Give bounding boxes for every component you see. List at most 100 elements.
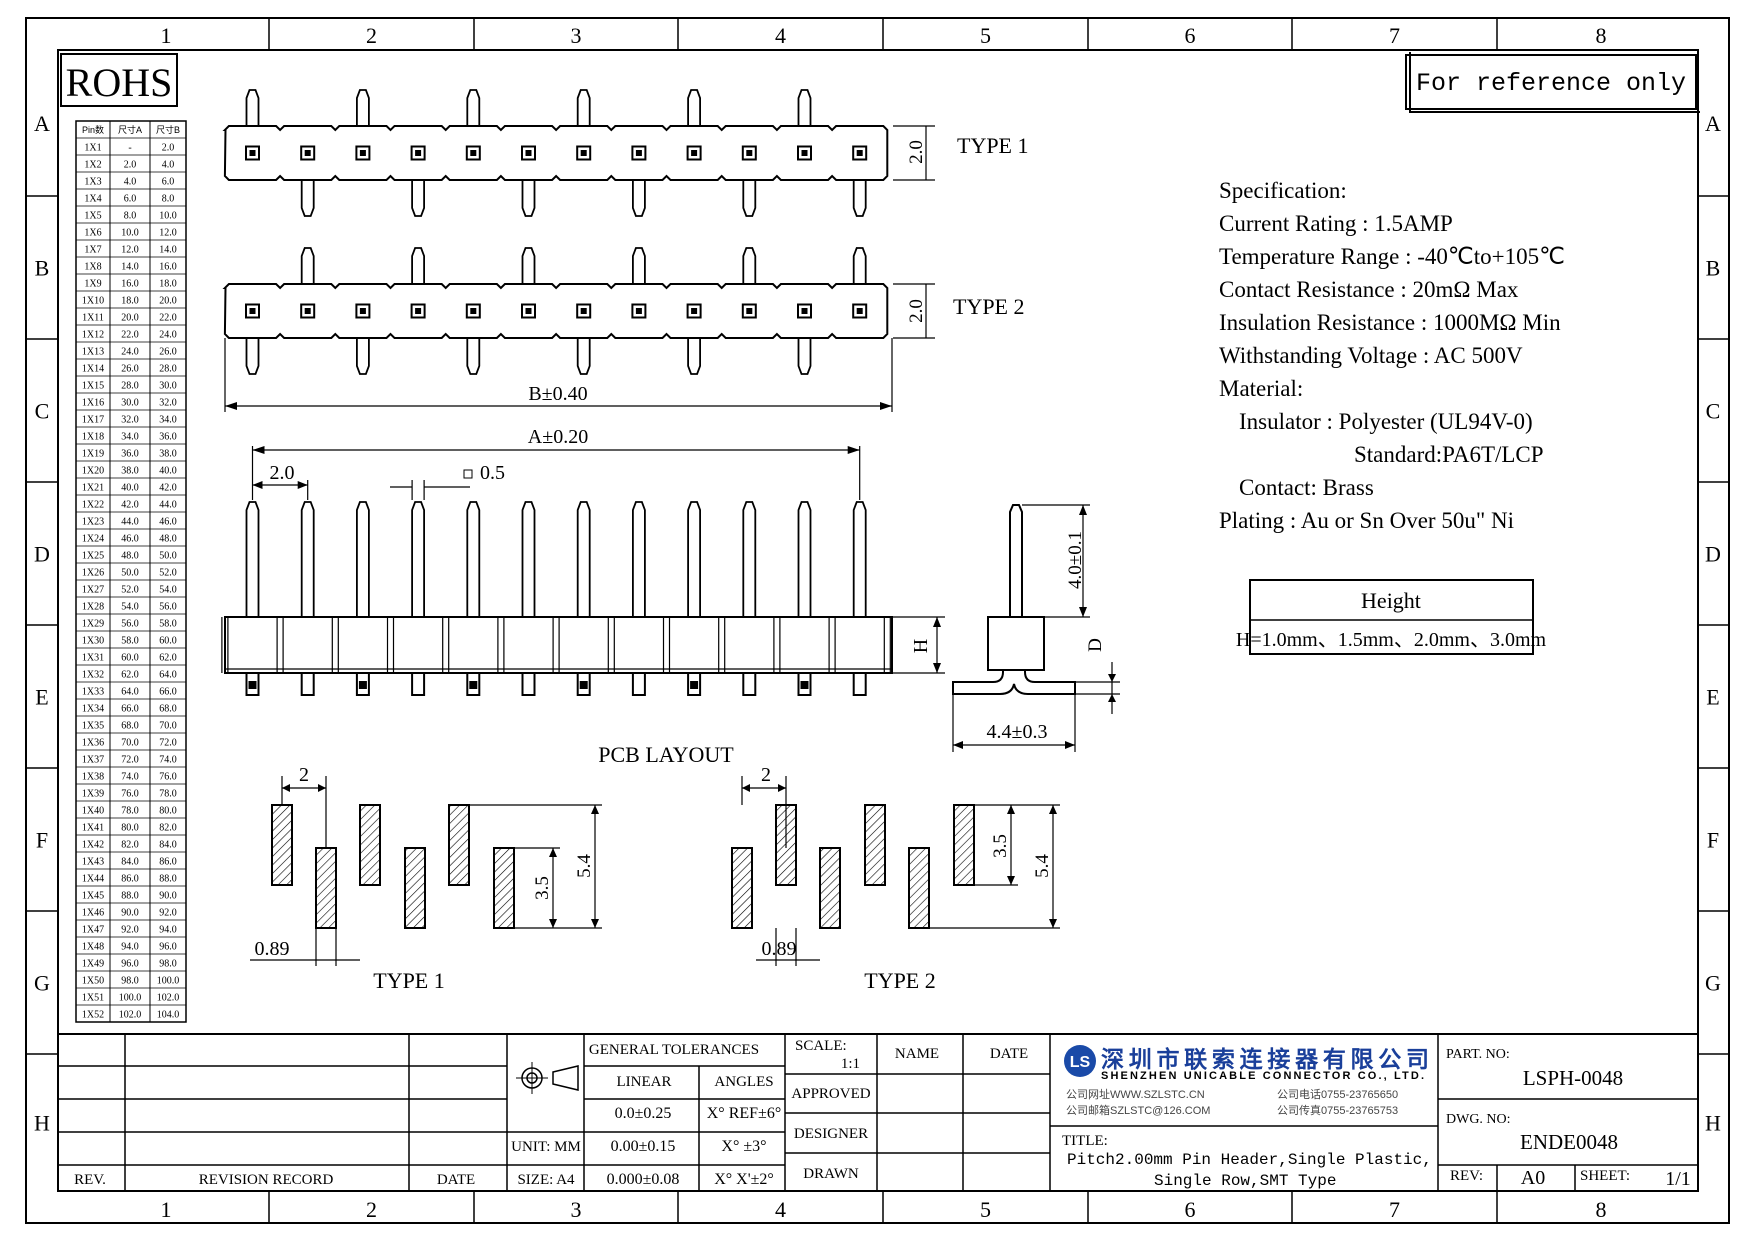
pcb-pad (359, 804, 381, 886)
pin-table-cell: 28.0 (121, 381, 139, 392)
tolerance-linear: 0.00±0.15 (611, 1138, 676, 1155)
type1-pin-square (410, 145, 426, 161)
front-pin-foot (521, 672, 536, 696)
pin-table-cell: 50.0 (121, 568, 139, 579)
pin-table-cell: 100.0 (157, 976, 180, 987)
zone-row-label: B (35, 256, 50, 281)
pcb1-span: 5.4 (574, 854, 595, 878)
pin-table-cell: 32.0 (121, 415, 139, 426)
front-pin-mark (690, 681, 699, 689)
pin-table-cell: 64.0 (121, 687, 139, 698)
spec-line: Material: (1219, 376, 1303, 401)
pin-table-cell: 1X10 (82, 296, 104, 307)
type1-pin-square-core (635, 150, 642, 156)
pin-table-cell: 1X40 (82, 806, 104, 817)
zone-column-label: 8 (1596, 23, 1607, 48)
type2-pin-square (576, 303, 592, 319)
pin-table-cell: 20.0 (159, 296, 177, 307)
type1-pin-square-core (304, 150, 311, 156)
pcb2-span: 5.4 (1032, 854, 1053, 878)
pin-table-cell: 1X37 (82, 755, 104, 766)
approved-label: APPROVED (791, 1086, 870, 1102)
pin-table-cell: 10.0 (159, 211, 177, 222)
type2-pin-square-core (415, 308, 422, 314)
type1-pin-down (852, 180, 867, 217)
pin-table-cell: 58.0 (121, 636, 139, 647)
pcb-pad (404, 847, 426, 929)
type2-pin-square (465, 303, 481, 319)
zone-column-label: 4 (775, 23, 786, 48)
side-feet (952, 670, 1076, 695)
type1-pin-down (632, 180, 646, 217)
pin-table-cell: 74.0 (159, 755, 177, 766)
type2-pin-up (632, 247, 646, 284)
spec-title: Specification: (1219, 178, 1347, 203)
type2-pin-square-core (856, 308, 863, 314)
pin-table-cell: 86.0 (121, 874, 139, 885)
type2-pin-square-core (580, 308, 587, 314)
pin-table-cell: 36.0 (121, 449, 139, 460)
zone-row-label: D (1705, 542, 1721, 567)
front-pin (742, 501, 757, 617)
pin-table-cell: 40.0 (159, 466, 177, 477)
pin-table-cell: 1X20 (82, 466, 104, 477)
front-pin-mark (469, 681, 478, 689)
spec-line: Insulation Resistance : 1000MΩ Min (1219, 310, 1561, 335)
spec-standard: Standard:PA6T/LCP (1354, 442, 1544, 467)
pin-table-border (75, 120, 187, 1023)
type2-pin-square (686, 303, 702, 319)
type2-pin-up (852, 247, 867, 284)
pin-table-cell: 60.0 (121, 653, 139, 664)
front-pin-foot (300, 672, 315, 696)
pin-table-cell: 1X50 (82, 976, 104, 987)
pin-table-cell: 62.0 (159, 653, 177, 664)
pin-table-cell: 1X35 (82, 721, 104, 732)
front-pin-foot (742, 672, 757, 696)
dim-height-type2: 2.0 (906, 299, 927, 323)
pin-table-cell: 1X24 (82, 534, 104, 545)
pin-table-cell: 104.0 (157, 1010, 180, 1021)
zone-row-label: H (1705, 1111, 1721, 1136)
company-name-en: SHENZHEN UNICABLE CONNECTOR CO., LTD. (1101, 1070, 1424, 1082)
pin-table-cell: 18.0 (121, 296, 139, 307)
pin-table-cell: 1X30 (82, 636, 104, 647)
zone-column-label: 7 (1389, 1197, 1400, 1222)
zone-column-label: 4 (775, 1197, 786, 1222)
pin-table-cell: 46.0 (121, 534, 139, 545)
pin-table-cell: 76.0 (121, 789, 139, 800)
pin-table-cell: 78.0 (159, 789, 177, 800)
height-values: H=1.0mm、1.5mm、2.0mm、3.0mm (1236, 629, 1547, 651)
pin-table-cell: 1X46 (82, 908, 104, 919)
pin-table-cell: 14.0 (159, 245, 177, 256)
pin-table-cell: - (128, 143, 131, 154)
drawn-label: DRAWN (803, 1166, 859, 1182)
zone-row-label: G (34, 971, 50, 996)
pin-table-cell: 102.0 (119, 1010, 142, 1021)
type2-pin-square (300, 303, 316, 319)
pin-table-cell: 2.0 (162, 143, 175, 154)
sheet-label: SHEET: (1580, 1168, 1630, 1184)
pin-table-cell: 1X47 (82, 925, 104, 936)
pin-table-cell: 90.0 (159, 891, 177, 902)
pin-table-cell: 1X5 (84, 211, 101, 222)
date-label: DATE (437, 1172, 475, 1188)
type1-pin-up (797, 89, 812, 126)
pin-table-cell: 1X6 (84, 228, 101, 239)
pin-table-cell: 1X27 (82, 585, 104, 596)
zone-row-label: H (34, 1111, 50, 1136)
front-pin (852, 501, 867, 617)
pcb1-pad-height: 3.5 (532, 876, 553, 900)
zone-column-label: 5 (980, 23, 991, 48)
pin-table-cell: 1X44 (82, 874, 104, 885)
dim-h: H (910, 639, 932, 653)
pcb-pad (864, 804, 886, 886)
pin-table-cell: 48.0 (121, 551, 139, 562)
pin-table-cell: 1X14 (82, 364, 104, 375)
type2-pin-up (742, 247, 757, 284)
pin-table-cell: 1X51 (82, 993, 104, 1004)
pin-table-cell: 1X25 (82, 551, 104, 562)
type2-pin-square-core (801, 308, 808, 314)
pcb-layout-title: PCB LAYOUT (598, 742, 734, 767)
